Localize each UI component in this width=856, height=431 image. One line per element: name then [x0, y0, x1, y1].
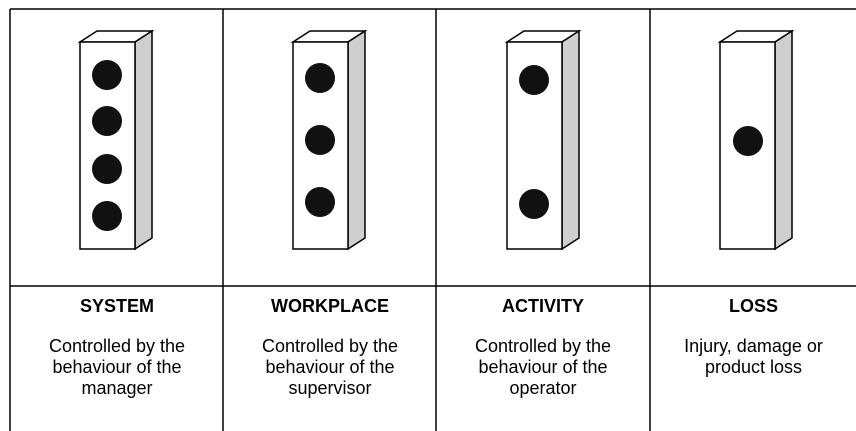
block-side [347, 29, 366, 251]
column-description: Controlled by the behaviour of the manag… [48, 336, 186, 398]
hole-icon [305, 63, 335, 93]
column-loss: LOSS Injury, damage or product loss [651, 296, 856, 378]
column-title: SYSTEM [79, 296, 154, 316]
column-title: LOSS [728, 296, 778, 316]
column-description: Controlled by the behaviour of the super… [261, 336, 399, 398]
column-description: Controlled by the behaviour of the opera… [474, 336, 612, 398]
hole-icon [92, 154, 122, 184]
block-side [774, 29, 793, 251]
block-side [561, 29, 580, 251]
hole-icon [305, 187, 335, 217]
block-side [134, 29, 153, 251]
block-system [77, 29, 155, 251]
block-activity [504, 29, 582, 251]
hole-icon [92, 60, 122, 90]
hole-icon [519, 65, 549, 95]
hole-icon [733, 126, 763, 156]
hole-icon [92, 201, 122, 231]
hole-icon [519, 189, 549, 219]
column-workplace: WORKPLACE Controlled by the behaviour of… [224, 296, 436, 399]
column-description: Injury, damage or product loss [684, 336, 823, 377]
column-title: WORKPLACE [271, 296, 389, 316]
column-activity: ACTIVITY Controlled by the behaviour of … [437, 296, 649, 399]
column-title: ACTIVITY [501, 296, 584, 316]
hole-icon [92, 106, 122, 136]
block-loss [717, 29, 795, 251]
block-workplace [290, 29, 368, 251]
column-system: SYSTEM Controlled by the behaviour of th… [11, 296, 223, 399]
hole-icon [305, 125, 335, 155]
